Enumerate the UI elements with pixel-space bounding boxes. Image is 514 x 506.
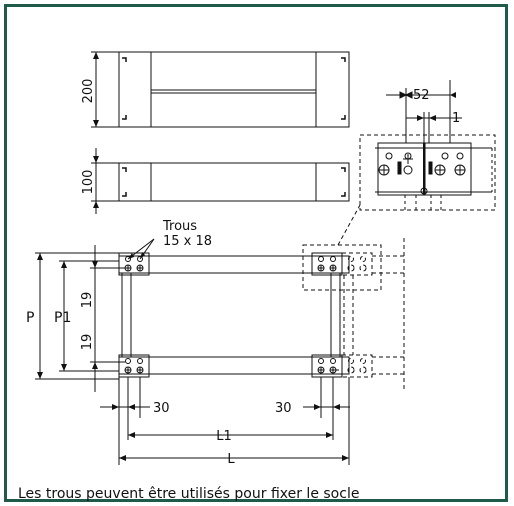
holes-title: Trous (162, 219, 197, 234)
holes-size: 15 x 18 (163, 234, 212, 249)
dim-length-l1: L1 (216, 429, 232, 444)
dim-length-l: L (227, 452, 235, 467)
dim-margin-19-bottom: 19 (80, 334, 95, 351)
dim-margin-30-left: 30 (153, 401, 170, 416)
plan-view (118, 204, 405, 392)
caption: Les trous peuvent être utilisés pour fix… (18, 486, 360, 502)
dim-depth-p1: P1 (54, 310, 71, 326)
dim-offset-1: 1 (452, 111, 460, 126)
arrowheads (37, 52, 456, 461)
side-view-200 (91, 51, 350, 128)
dim-depth-p: P (26, 310, 34, 326)
dim-margin-19-top: 19 (80, 292, 95, 309)
dim-height-200: 200 (81, 79, 96, 104)
dim-width-52: 52 (413, 88, 430, 103)
plan-dimensions (35, 238, 350, 465)
side-view-100 (91, 148, 350, 214)
dim-margin-30-right: 30 (275, 401, 292, 416)
dim-height-100: 100 (81, 170, 96, 195)
detail-view (359, 80, 496, 212)
